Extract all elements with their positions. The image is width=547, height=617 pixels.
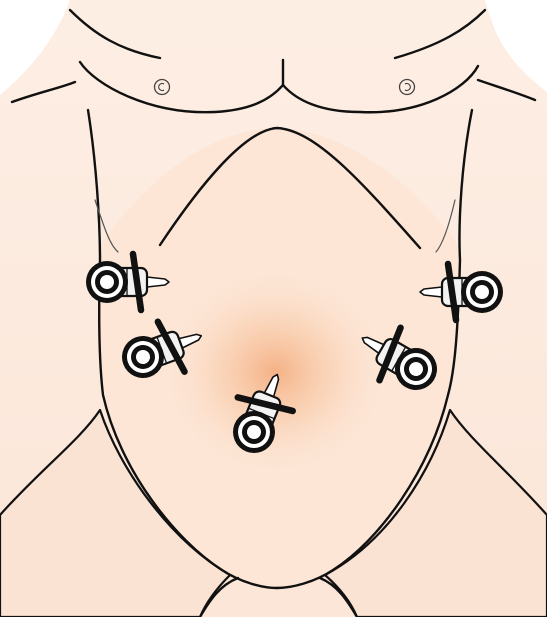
abdomen-glow (155, 262, 395, 482)
